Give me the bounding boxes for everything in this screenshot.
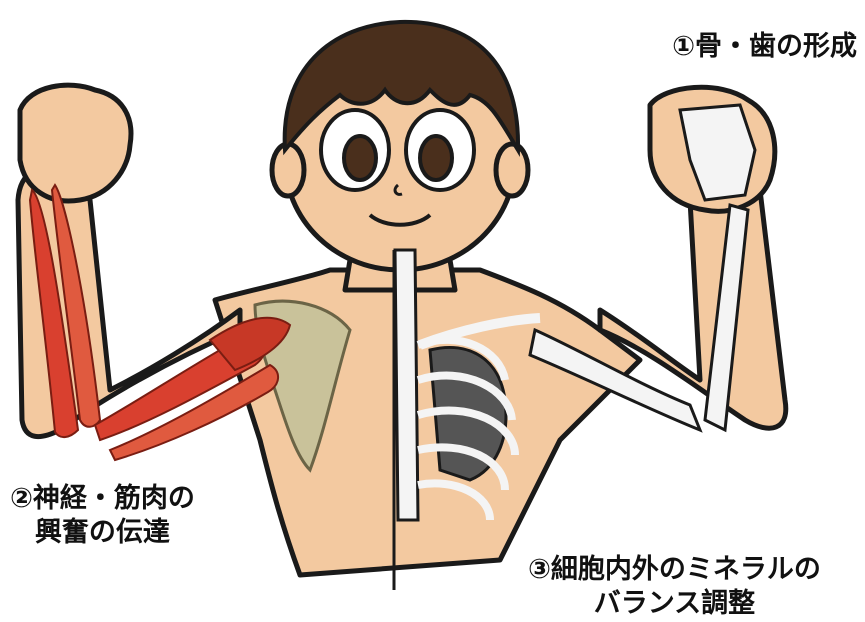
ear-right [496, 144, 528, 196]
label-bone-formation: ①骨・歯の形成 [672, 30, 857, 64]
label-line: ②神経・筋肉の [10, 482, 195, 516]
label-line: ③細胞内外のミネラルの [528, 553, 821, 587]
spine [395, 250, 418, 520]
pupil-left [344, 136, 376, 180]
label-line: ①骨・歯の形成 [672, 30, 857, 64]
pupil-right [420, 136, 452, 180]
label-line: バランス調整 [528, 587, 821, 621]
label-mineral-balance: ③細胞内外のミネラルの バランス調整 [528, 553, 821, 621]
label-nerve-muscle: ②神経・筋肉の 興奮の伝達 [10, 482, 195, 550]
left-fist [20, 85, 131, 201]
ear-left [272, 144, 304, 196]
label-line: 興奮の伝達 [10, 516, 195, 550]
